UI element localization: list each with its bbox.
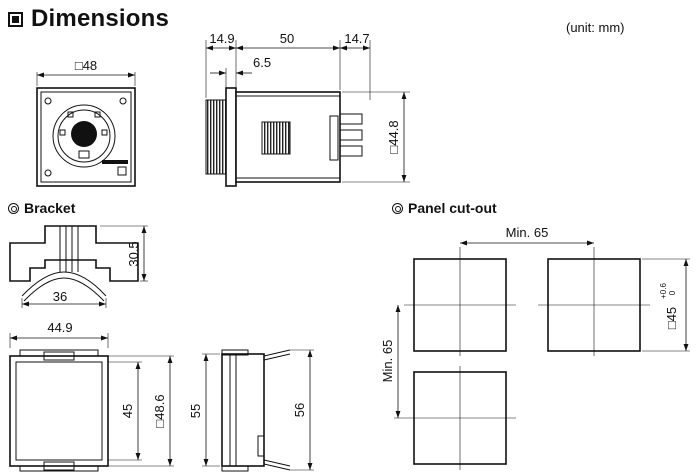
front-view: □48 (36, 58, 136, 187)
side-clip-top (263, 349, 291, 357)
dim-tolerance-lower: 0 (668, 290, 677, 295)
dim-mount-inner: 45 (120, 404, 135, 418)
dim-mount-side-right: 56 (292, 403, 307, 417)
pin (339, 129, 363, 141)
bracket-view: 30.5 36 (9, 225, 148, 308)
dim-side-bezel: 6.5 (253, 55, 271, 70)
mounted-side-view: 55 56 (188, 349, 314, 472)
brand-logo (102, 160, 128, 164)
cert-mark (117, 166, 127, 176)
front-panel (40, 91, 132, 183)
dim-bracket-width: 36 (53, 289, 67, 304)
side-label (261, 121, 291, 155)
pin (339, 113, 363, 125)
dim-side-rear: 14.7 (344, 31, 369, 46)
knob-side (205, 99, 227, 175)
dim-mount-width: 44.9 (47, 320, 72, 335)
dim-side-height: □44.8 (386, 120, 401, 153)
dim-cutout-pitch-h: Min. 65 (506, 225, 549, 240)
bracket-heading-text: Bracket (24, 200, 76, 216)
dim-side-front-depth: 14.9 (209, 31, 234, 46)
panel-cutout-heading: Panel cut-out (392, 200, 497, 216)
indicator (101, 129, 108, 136)
socket-key (329, 115, 339, 161)
panel-cutout-heading-text: Panel cut-out (408, 200, 497, 216)
dim-bracket-height: 30.5 (126, 241, 141, 266)
pin (339, 145, 363, 157)
indicator (59, 129, 66, 136)
side-bezel (225, 87, 237, 187)
dim-side-body: 50 (280, 31, 294, 46)
dial-ring (57, 109, 111, 163)
mounted-top-clip (19, 349, 99, 357)
indicator (67, 111, 74, 118)
filled-square-icon (8, 11, 23, 27)
panel-cutout-view: Min. 65 Min. 65 □45 +0.6 0 (380, 225, 690, 470)
dim-cutout-pitch-v: Min. 65 (380, 340, 395, 383)
bracket-spring (21, 271, 107, 297)
bracket-outline (9, 225, 139, 282)
mounted-body (9, 355, 109, 467)
screw-hole (44, 169, 52, 177)
screw-hole (119, 97, 127, 105)
dial-scale (52, 104, 116, 168)
dial-knob (71, 121, 97, 147)
indicator (94, 111, 101, 118)
section-title: Dimensions (8, 4, 169, 34)
mounted-bottom-clip (19, 465, 99, 472)
dim-mount-side-left: 55 (188, 404, 203, 418)
side-clip-bottom (263, 463, 291, 471)
bracket-heading: Bracket (8, 200, 75, 216)
mounted-front-view: 44.9 45 □48.6 (9, 320, 174, 472)
dim-mount-outer: □48.6 (152, 394, 167, 427)
screw-hole (44, 97, 52, 105)
dim-front-width: □48 (75, 58, 97, 73)
indicator (78, 150, 90, 159)
unit-note: (unit: mm) (566, 20, 625, 35)
dim-tolerance-upper: +0.6 (659, 283, 668, 299)
bullseye-icon (392, 202, 403, 214)
mounted-side-body (221, 353, 265, 467)
bullseye-icon (8, 202, 19, 214)
dim-cutout-size: □45 (664, 307, 679, 329)
title-text: Dimensions (31, 5, 170, 32)
side-view: 14.9 50 14.7 6.5 □44.8 (205, 31, 410, 187)
